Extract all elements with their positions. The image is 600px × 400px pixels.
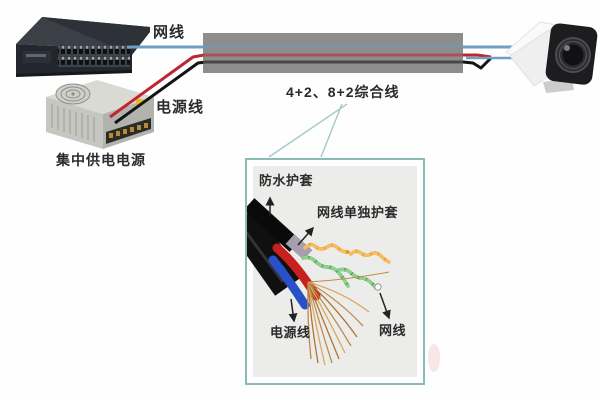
network-wire-end-dot <box>374 283 382 291</box>
orange-twisted-pair <box>303 243 391 264</box>
network-switch-illustration <box>16 17 150 77</box>
waterproof-jacket-label: 防水护套 <box>259 173 314 188</box>
power-black-line <box>114 56 493 125</box>
combined-cable-sheath <box>203 33 463 73</box>
psu-terminals <box>109 123 148 138</box>
power-supply-label: 集中供电电源 <box>56 152 146 168</box>
power-red-line <box>109 53 492 119</box>
switch-ports <box>58 45 130 67</box>
copper-strands <box>307 271 390 366</box>
network-jacket-illustration <box>285 234 313 260</box>
blue-power-wire <box>268 255 310 310</box>
green-twisted-pair <box>301 255 378 290</box>
camera-illustration <box>505 21 598 93</box>
psu-terminal-block <box>106 118 151 144</box>
scan-artifact <box>428 344 440 372</box>
power-wire-label: 电源线 <box>270 325 311 340</box>
inset-callout-lines <box>268 103 348 158</box>
power-supply-illustration <box>46 80 154 149</box>
network-jacket-arrow <box>297 226 314 246</box>
cable-detail-inset: 防水护套 网线单独护套 电源线 网线 <box>245 158 425 385</box>
network-wire-label: 网线 <box>379 323 407 338</box>
psu-vents <box>51 104 95 142</box>
network-jacket-label: 网线单独护套 <box>317 205 399 220</box>
psu-fan-grille <box>55 83 91 105</box>
combined-cable-sheath-overlay <box>203 33 463 73</box>
network-wire-arrow <box>379 292 391 320</box>
inset-arrows <box>265 196 391 323</box>
inset-art <box>247 196 391 366</box>
power-cable-label: 电源线 <box>156 99 205 116</box>
network-cable-label: 网线 <box>153 24 186 41</box>
combined-cable-label: 4+2、8+2综合线 <box>286 84 400 100</box>
power-wire-arrow <box>288 298 298 323</box>
